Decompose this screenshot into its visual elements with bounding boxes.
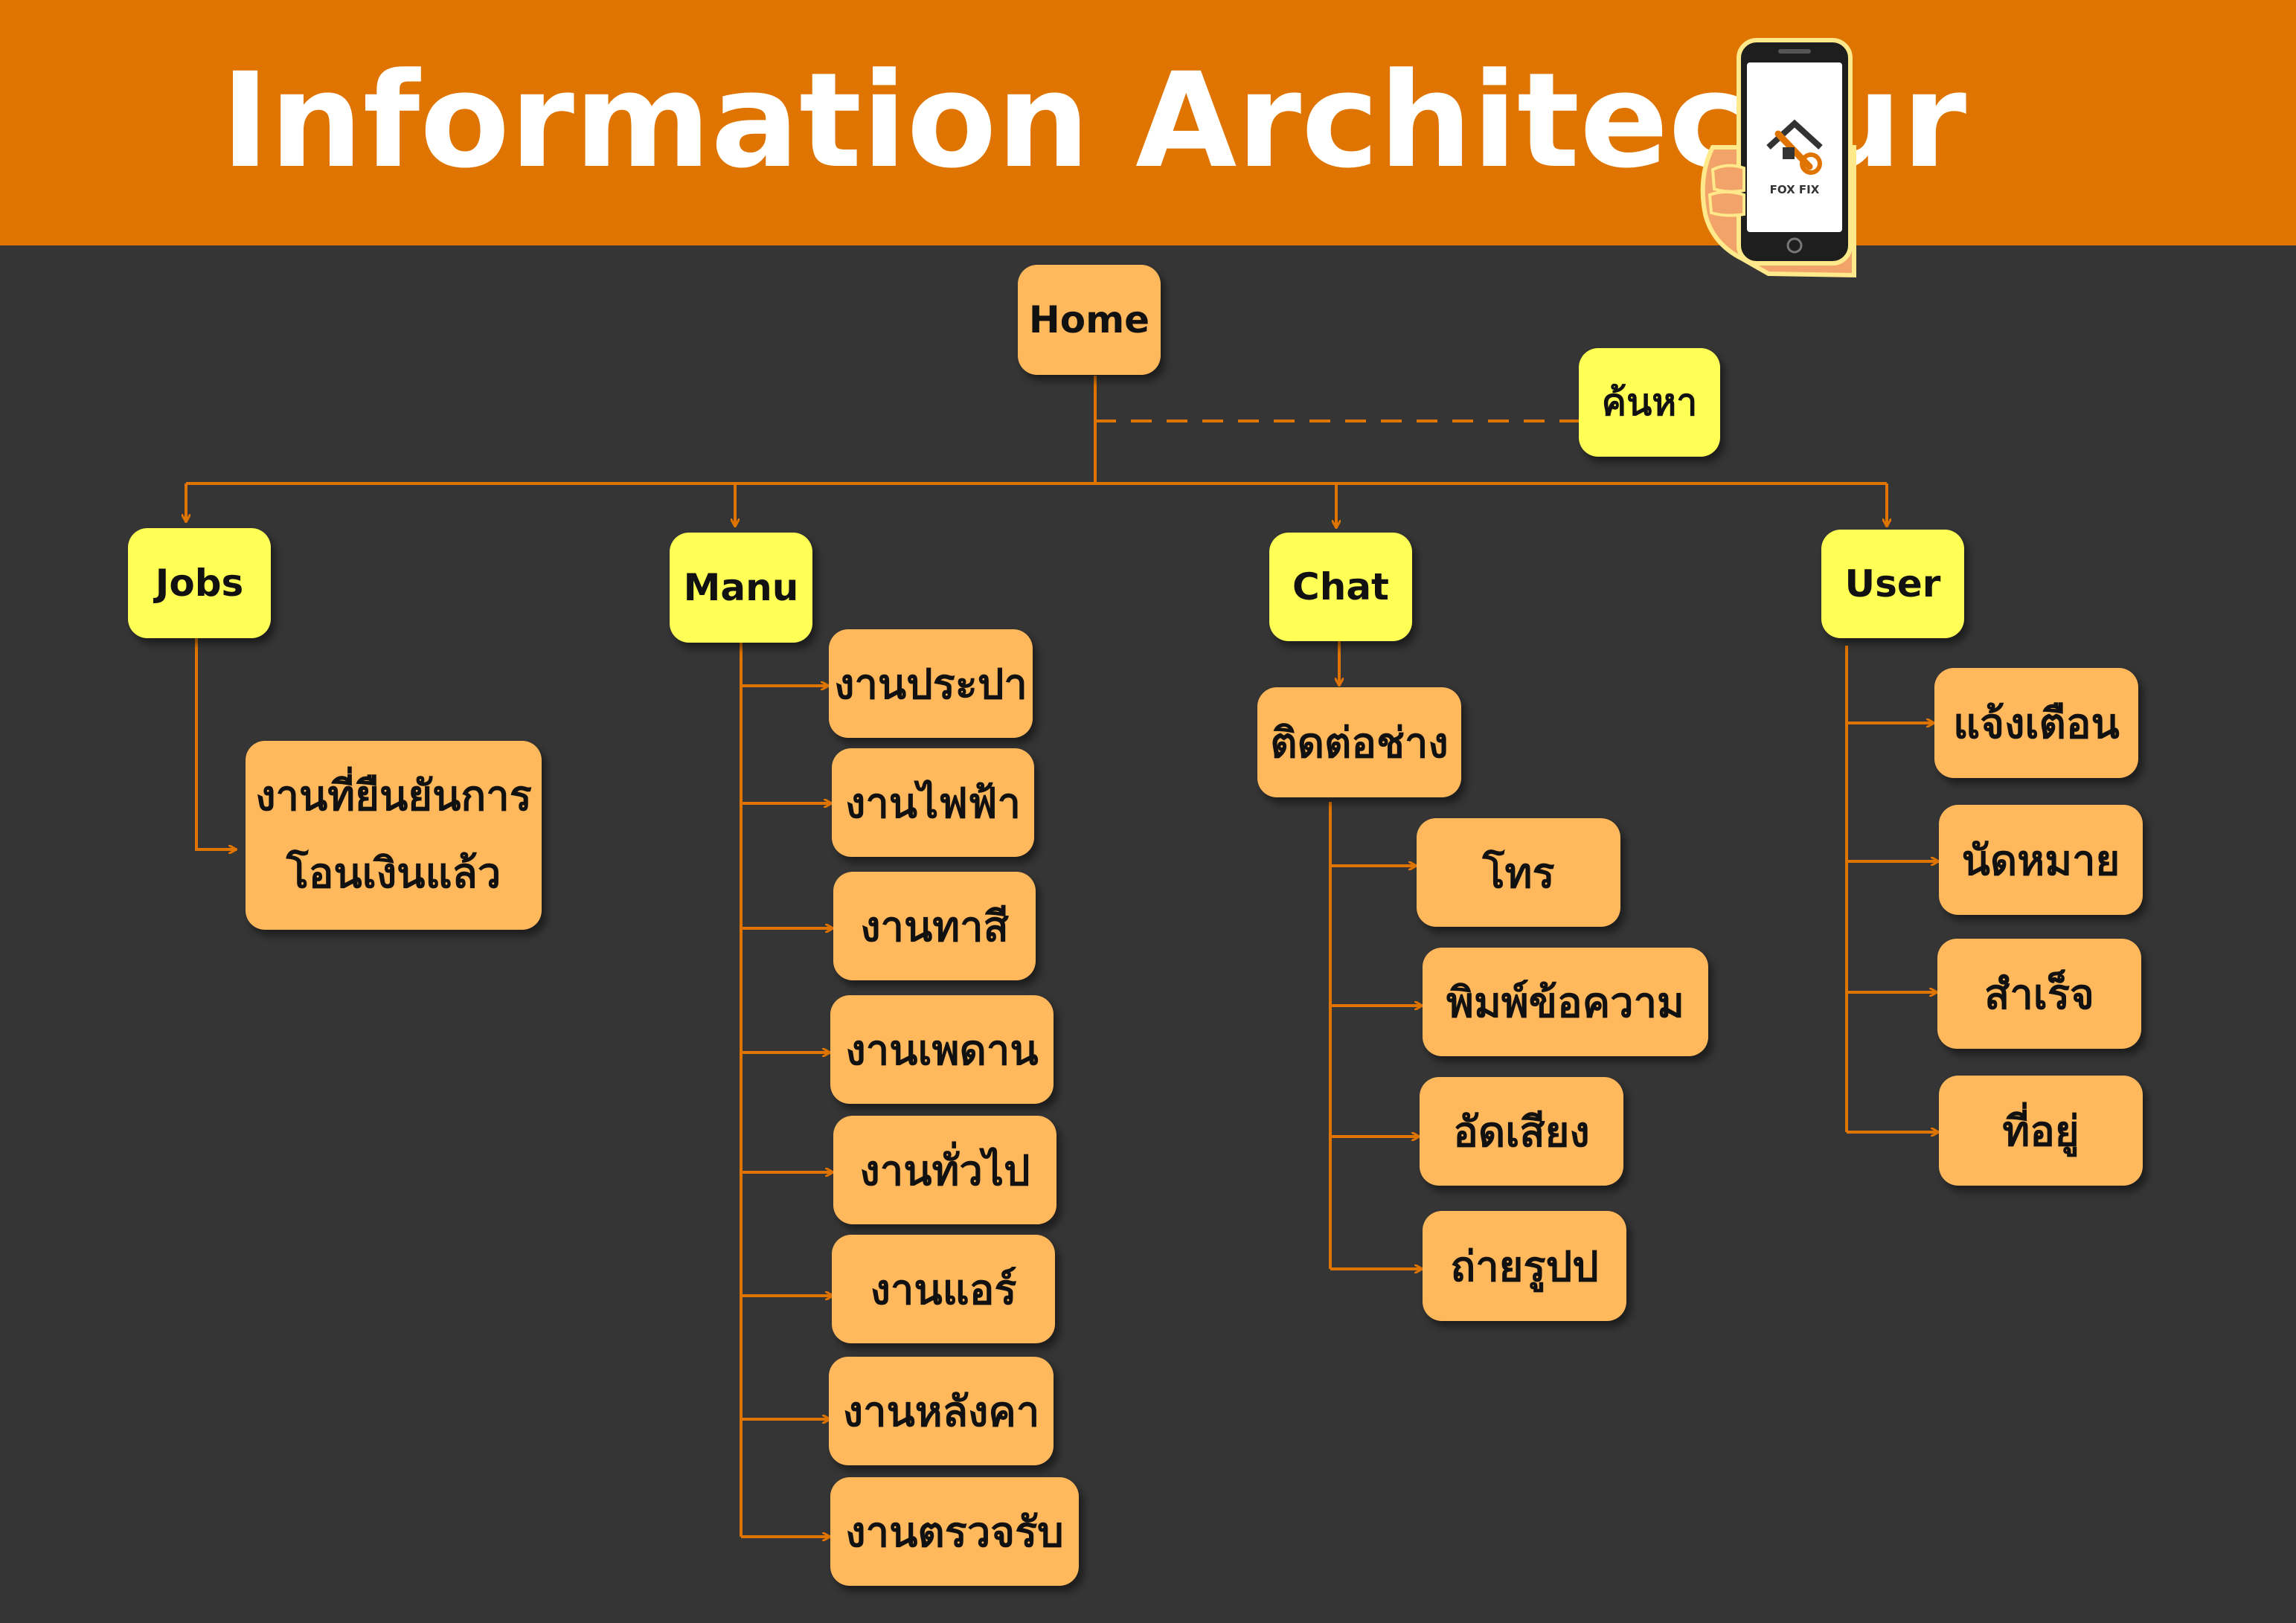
node-user: User <box>1821 530 1964 638</box>
node-user-item-label: สำเร็จ <box>1984 970 2094 1019</box>
node-chat-item: โทร <box>1417 818 1620 927</box>
node-chat-item-label: ถ่ายรูปป <box>1450 1242 1599 1291</box>
node-user-item: นัดหมาย <box>1939 805 2143 915</box>
node-menu-item: งานทาสี <box>833 872 1036 980</box>
node-menu-item-label: งานหลังคา <box>842 1387 1040 1436</box>
node-user-label: User <box>1844 562 1941 605</box>
phone-logo-illustration: FOX FIX <box>1700 38 1856 278</box>
node-chat-item-label: โทร <box>1482 849 1555 898</box>
node-user-item-label: นัดหมาย <box>1961 836 2120 885</box>
node-menu-item: งานทั่วไป <box>833 1116 1056 1224</box>
node-menu-label: Manu <box>683 566 799 609</box>
node-menu-item: งานหลังคา <box>829 1357 1054 1465</box>
node-chat-item-label: อัดเสียง <box>1453 1108 1590 1157</box>
node-menu-item-label: งานทาสี <box>860 902 1009 951</box>
node-menu-item: งานประปา <box>829 629 1033 738</box>
node-chat-label: Chat <box>1292 565 1389 608</box>
node-jobs-confirmed-transfer: งานที่ยืนยันการ โอนเงินแล้ว <box>246 741 542 930</box>
node-user-item: สำเร็จ <box>1937 939 2141 1049</box>
node-search: ค้นหา <box>1579 348 1720 457</box>
node-chat-item: พิมพ์ข้อความ <box>1423 948 1708 1056</box>
node-menu-item-label: งานไฟฟ้า <box>845 779 1021 828</box>
node-user-item-label: ที่อยู่ <box>2002 1107 2079 1156</box>
node-menu-item: งานไฟฟ้า <box>832 748 1034 857</box>
page-title: Information Architectur <box>220 45 1967 197</box>
node-user-item-label: แจ้งเตือน <box>1953 699 2120 748</box>
node-menu-item: งานแอร์ <box>832 1235 1055 1343</box>
node-chat-contact-label: ติดต่อช่าง <box>1270 719 1449 768</box>
node-home-label: Home <box>1028 298 1150 341</box>
node-menu-item-label: งานตรวจรับ <box>845 1508 1064 1557</box>
node-jobs: Jobs <box>128 528 271 638</box>
node-menu-item-label: งานเพดาน <box>845 1026 1039 1075</box>
node-menu-item-label: งานประปา <box>834 660 1027 709</box>
node-chat-contact-technician: ติดต่อช่าง <box>1257 687 1461 797</box>
node-jobs-item-line1: งานที่ยืนยันการ <box>255 772 532 820</box>
node-menu-item-label: งานแอร์ <box>870 1265 1017 1314</box>
node-user-item: แจ้งเตือน <box>1934 668 2138 778</box>
node-chat: Chat <box>1269 533 1412 641</box>
node-chat-item: ถ่ายรูปป <box>1423 1211 1626 1321</box>
node-menu: Manu <box>670 533 812 643</box>
node-search-label: ค้นหา <box>1601 380 1698 424</box>
node-user-item: ที่อยู่ <box>1939 1076 2143 1186</box>
node-jobs-item-line2: โอนเงินแล้ว <box>286 849 501 898</box>
logo-text: FOX FIX <box>1770 183 1820 196</box>
node-chat-item-label: พิมพ์ข้อความ <box>1446 978 1684 1027</box>
node-menu-item: งานตรวจรับ <box>830 1477 1079 1586</box>
node-menu-item: งานเพดาน <box>830 995 1054 1104</box>
header-bar <box>0 0 2296 245</box>
node-jobs-label: Jobs <box>155 562 244 605</box>
node-home: Home <box>1018 265 1161 375</box>
node-menu-item-label: งานทั่วไป <box>859 1146 1030 1195</box>
node-chat-item: อัดเสียง <box>1420 1077 1623 1186</box>
